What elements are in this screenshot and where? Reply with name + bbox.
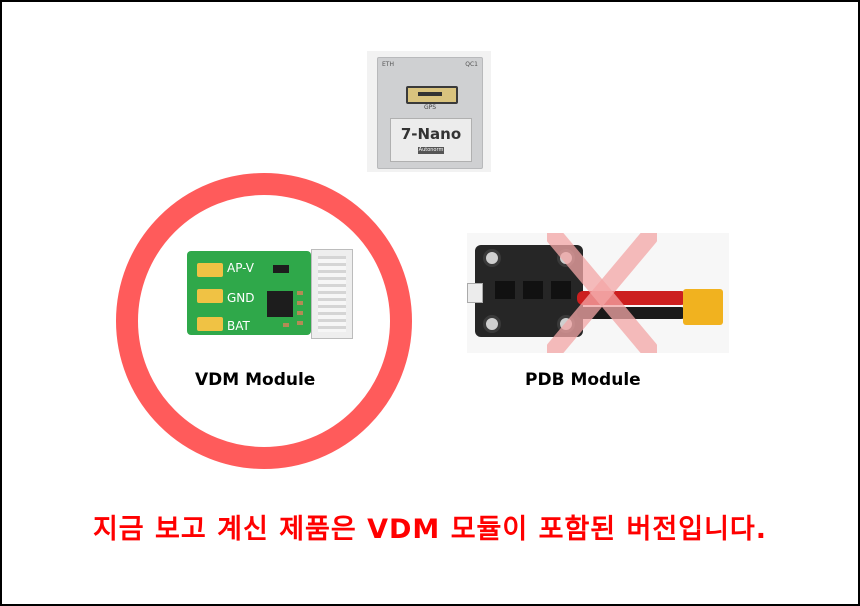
- nano-eth-label: ETH: [382, 61, 394, 68]
- smd-part: [297, 311, 303, 315]
- smd-part: [297, 301, 303, 305]
- pdb-module-image: [467, 233, 729, 353]
- pdb-xt-connector: [683, 289, 723, 325]
- nano-gps-label: GPS: [423, 104, 437, 111]
- vdm-connector: [311, 249, 353, 339]
- notice-text: 지금 보고 계신 제품은 VDM 모듈이 포함된 버전입니다.: [92, 514, 768, 545]
- vdm-caption: VDM Module: [195, 370, 316, 390]
- nano-label-plate: 7-Nano Autonorm: [390, 118, 472, 162]
- pad-label-apv: AP-V: [227, 261, 255, 275]
- pdb-wire-black: [577, 307, 687, 319]
- pdb-caption: PDB Module: [525, 370, 641, 390]
- pdb-chip: [495, 281, 515, 299]
- x-mark-icon: [547, 233, 657, 353]
- pdb-chip: [523, 281, 543, 299]
- nano-product-image: ETH QC1 GPS 7-Nano Autonorm: [367, 51, 491, 172]
- smd-part: [283, 323, 289, 327]
- mount-hole: [483, 249, 501, 267]
- vdm-chip-small: [273, 265, 289, 273]
- vdm-chip-main: [267, 291, 293, 317]
- mount-hole: [483, 315, 501, 333]
- nano-brand-badge: Autonorm: [418, 147, 444, 154]
- pad: [197, 317, 223, 331]
- smd-part: [297, 291, 303, 295]
- pad: [197, 263, 223, 277]
- nano-title: 7-Nano: [400, 125, 462, 143]
- nano-qc-label: QC1: [465, 61, 478, 68]
- nano-top-labels: ETH QC1: [382, 61, 478, 70]
- pad-label-gnd: GND: [227, 291, 255, 305]
- nano-port: [406, 86, 458, 104]
- vdm-module-image: AP-V GND BAT: [187, 245, 353, 340]
- pdb-chip: [551, 281, 571, 299]
- pdb-jst-connector: [467, 283, 483, 303]
- nano-body: ETH QC1 GPS 7-Nano Autonorm: [377, 57, 483, 169]
- pad-label-bat: BAT: [227, 319, 250, 333]
- pad: [197, 289, 223, 303]
- vdm-pcb: AP-V GND BAT: [187, 251, 311, 335]
- smd-part: [297, 321, 303, 325]
